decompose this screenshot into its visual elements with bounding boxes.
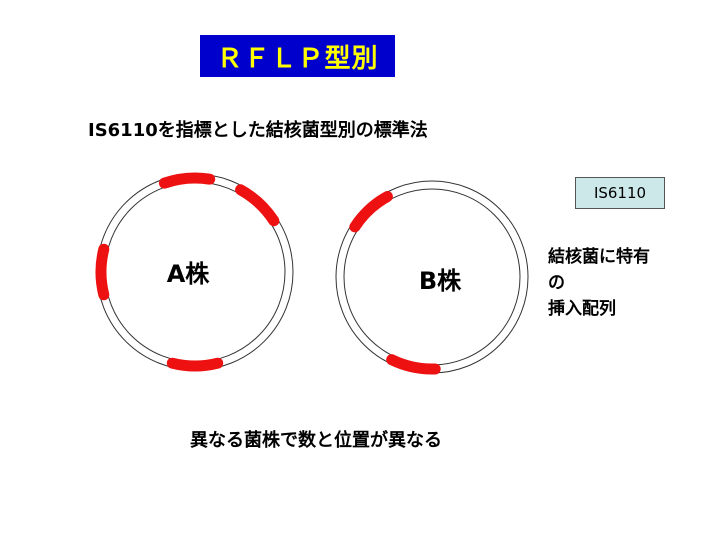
strain-b-insertion-1 <box>349 191 393 233</box>
strain-a-insertion-1 <box>158 172 216 189</box>
title-banner: ＲＦＬＰ型別 <box>200 35 395 77</box>
legend-label: IS6110 <box>593 184 647 202</box>
legend-description: 結核菌に特有 の 挿入配列 <box>548 244 708 322</box>
strain-a-genome: A株 <box>95 172 294 372</box>
strain-b-genome: B株 <box>335 180 529 375</box>
strain-b-insertion-2 <box>386 354 441 375</box>
legend-desc-line-1: 結核菌に特有 <box>548 247 650 267</box>
strain-b-label: B株 <box>419 267 462 295</box>
legend-desc-line-3: 挿入配列 <box>548 299 616 319</box>
strain-a-insertion-4 <box>166 357 224 372</box>
subtitle: IS6110を指標とした結核菌型別の標準法 <box>88 120 428 141</box>
strain-a-insertion-3 <box>95 243 110 301</box>
page-title: ＲＦＬＰ型別 <box>216 43 379 74</box>
legend-box: IS6110 <box>575 177 665 209</box>
legend-desc-line-2: の <box>548 273 565 293</box>
strain-a-insertion-2 <box>235 184 280 227</box>
footer-caption: 異なる菌株で数と位置が異なる <box>190 430 442 451</box>
strain-a-label: A株 <box>167 260 211 288</box>
